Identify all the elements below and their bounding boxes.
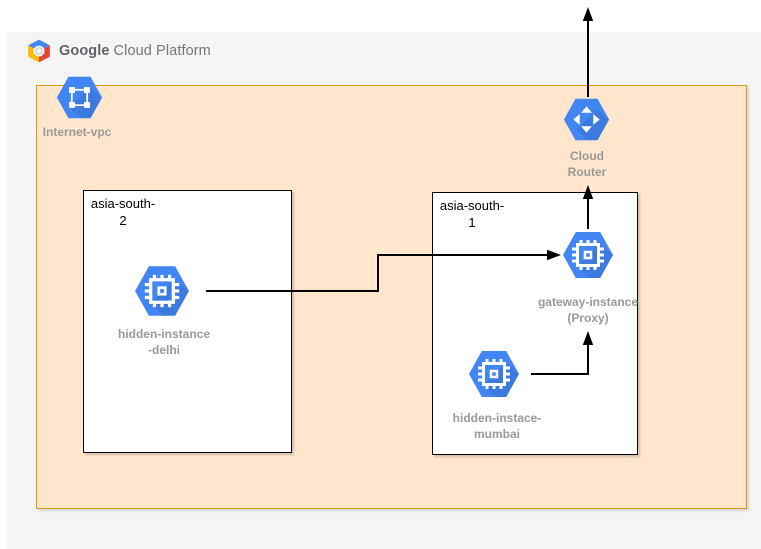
google-cloud-platform-logo-icon [28,39,50,63]
node-label-cloud-router: Cloud Router [567,149,607,179]
region-box-asia-south-2: asia-south- 2 [83,190,292,453]
node-label-hidden-instace-mumbai: hidden-instace- mumbai [452,411,542,441]
cloud-router-icon [563,98,610,141]
compute-engine-icon [563,232,613,278]
node-label-gateway-instance: gateway-instance (Proxy) [537,295,639,325]
node-internet-vpc [56,75,103,120]
node-label-internet-vpc: Internet-vpc [42,125,112,139]
node-label-hidden-instance-delhi: hidden-instance -delhi [117,327,210,357]
brand-cloud-platform: Cloud Platform [113,43,211,59]
node-gateway-instance [562,229,614,281]
brand-google: Google [59,43,110,59]
node-hidden-instace-mumbai [468,348,520,400]
arrowhead-up-icon [582,7,594,21]
node-cloud-router [563,97,610,142]
node-hidden-instance-delhi [134,264,190,318]
compute-engine-icon [135,266,189,316]
compute-engine-icon [469,351,519,397]
region-label-asia-south-2: asia-south- 2 [90,196,156,228]
region-label-asia-south-1: asia-south- 1 [439,198,505,230]
region-box-asia-south-1: asia-south- 1 [432,192,638,455]
vpc-network-icon [56,76,103,119]
